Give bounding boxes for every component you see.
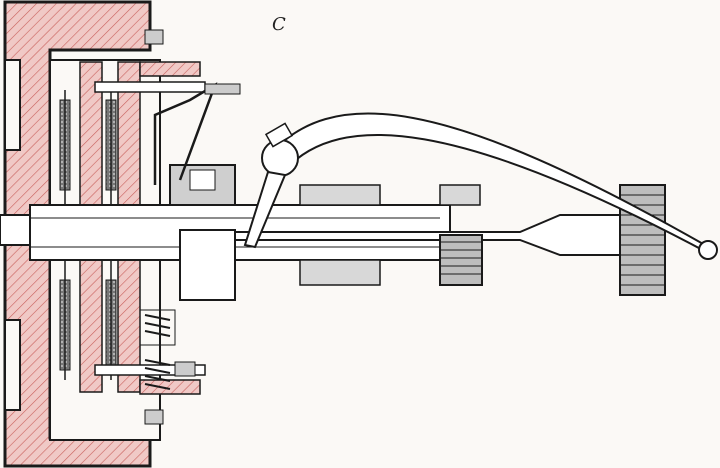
- bolts: [144, 29, 164, 425]
- release-lever: [243, 112, 718, 260]
- figure-label: C: [272, 14, 286, 35]
- gear-small: [439, 234, 483, 286]
- main-shaft: [0, 184, 621, 301]
- return-springs: [139, 309, 196, 390]
- release-bearing: [169, 164, 236, 206]
